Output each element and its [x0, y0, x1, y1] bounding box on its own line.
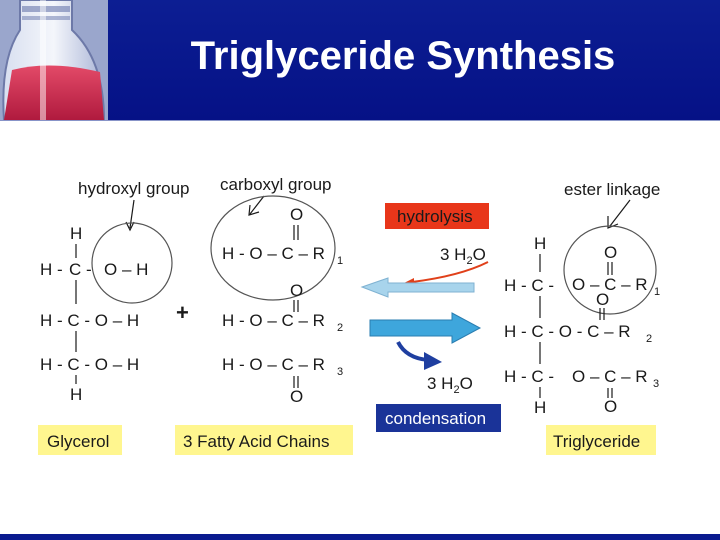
triglyceride-structure: H O H - C - O – C – R 1 O H - C - O - C …: [504, 234, 660, 417]
triglyceride-row1-hc: H - C -: [504, 276, 554, 295]
carboxyl-group-label: carboxyl group: [220, 175, 332, 194]
triglyceride-h-bottom: H: [534, 398, 546, 417]
glycerol-row2: H - C - O – H: [40, 311, 139, 330]
glycerol-label: Glycerol: [47, 432, 109, 451]
glycerol-row3: H - C - O – H: [40, 355, 139, 374]
hydroxyl-group-label: hydroxyl group: [78, 179, 190, 198]
hydrolysis-box: [385, 203, 489, 229]
fatty-acid-chain-2: H - O – C – R: [222, 311, 325, 330]
triglyceride-row3-ester: O – C – R: [572, 367, 648, 386]
triglyceride-label: Triglyceride: [553, 432, 640, 451]
fatty-acid-structures: O H - O – C – R 1 O H - O – C – R 2 H - …: [222, 205, 343, 406]
ester-circle: [563, 225, 657, 315]
header-band: Triglyceride Synthesis: [0, 0, 720, 120]
triglyceride-row3-hc: H - C -: [504, 367, 554, 386]
footer-band: [0, 534, 720, 540]
fatty-acid-chain-1: H - O – C – R: [222, 244, 325, 263]
fatty-acid-chain-3-subscript: 3: [337, 366, 343, 378]
glycerol-row1-h: H -: [40, 260, 63, 279]
plus-sign: +: [176, 300, 189, 325]
triglyceride-h-top: H: [534, 234, 546, 253]
glycerol-h-top: H: [70, 224, 82, 243]
glycerol-row1-c: C -: [69, 260, 92, 279]
water-top: 3 H2O: [440, 245, 486, 267]
triglyceride-row2-subscript: 2: [646, 333, 652, 345]
hydroxyl-circle: [91, 222, 173, 304]
condensation-curve-arrow: [396, 341, 429, 362]
ester-pointer-arrowhead: [607, 216, 619, 229]
fatty-acid-chain-1-subscript: 1: [337, 255, 343, 267]
hydrolysis-label: hydrolysis: [397, 207, 473, 226]
ester-pointer-arrow: [609, 199, 631, 227]
hydrolysis-curve-arrow: [411, 261, 489, 283]
triglyceride-row2: H - C - O - C – R: [504, 322, 631, 341]
triglyceride-label-box: [546, 425, 656, 455]
fatty-acids-label: 3 Fatty Acid Chains: [183, 432, 329, 451]
triglyceride-o-mid: O: [596, 290, 609, 309]
fatty-acid-o-bottom: O: [290, 387, 303, 406]
glycerol-h-bottom: H: [70, 385, 82, 404]
condensation-box: [376, 404, 501, 432]
condensation-label: condensation: [385, 409, 486, 428]
fatty-acid-o-mid: O: [290, 281, 303, 300]
triglyceride-row1-subscript: 1: [654, 286, 660, 298]
carboxyl-circle: [210, 195, 336, 301]
triglyceride-o-bottom: O: [604, 397, 617, 416]
flask-image: [0, 0, 108, 120]
hydroxyl-pointer-arrowhead: [125, 221, 135, 232]
condensation-curve-arrowhead: [424, 352, 442, 370]
water-bottom: 3 H2O: [427, 374, 473, 396]
carboxyl-pointer-arrowhead: [248, 204, 260, 216]
left-reaction-arrow: [360, 277, 475, 298]
glycerol-label-box: [38, 425, 122, 455]
page-title: Triglyceride Synthesis: [190, 34, 616, 78]
fatty-acid-chain-2-subscript: 2: [337, 322, 343, 334]
triglyceride-o-top: O: [604, 243, 617, 262]
fatty-acids-label-box: [175, 425, 353, 455]
header-divider: [0, 120, 720, 121]
fatty-acid-chain-3: H - O – C – R: [222, 355, 325, 374]
right-reaction-arrow: [369, 312, 482, 344]
carboxyl-pointer-arrow: [249, 195, 265, 215]
fatty-acid-o-top: O: [290, 205, 303, 224]
ester-linkage-label: ester linkage: [564, 180, 660, 199]
glycerol-row1-oh: O – H: [104, 260, 148, 279]
glycerol-structure: H H - C - O – H H - C - O – H H - C - O …: [40, 224, 148, 404]
triglyceride-row3-subscript: 3: [653, 378, 659, 390]
triglyceride-row1-ester: O – C – R: [572, 275, 648, 294]
